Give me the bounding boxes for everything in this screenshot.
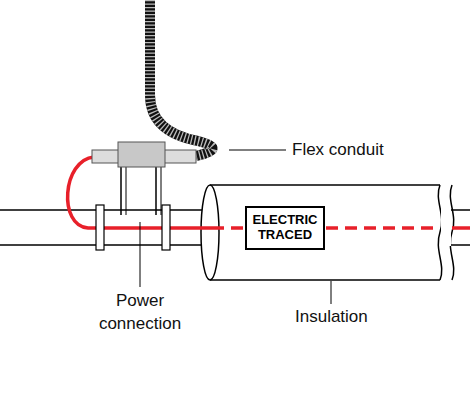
flex-conduit-coil bbox=[150, 0, 213, 156]
conduit-fitting bbox=[164, 150, 196, 163]
leader-line bbox=[140, 222, 141, 287]
pipe-clamp bbox=[162, 205, 170, 250]
mounting-leg bbox=[126, 166, 127, 215]
sign-text: ELECTRIC TRACED bbox=[253, 213, 318, 243]
leader-line bbox=[229, 150, 286, 151]
mounting-leg bbox=[161, 166, 162, 215]
sign-plate: ELECTRIC TRACED bbox=[245, 206, 325, 250]
mounting-leg bbox=[155, 166, 157, 215]
insulation-edge bbox=[210, 184, 440, 186]
flex-conduit bbox=[150, 0, 213, 156]
pipe-clamp bbox=[96, 205, 104, 250]
mounting-leg bbox=[120, 166, 122, 215]
part-label: Power connection bbox=[85, 290, 195, 336]
cable-gland bbox=[92, 150, 119, 163]
heating-cable bbox=[68, 157, 212, 228]
insulation-end bbox=[201, 185, 219, 280]
break-gap bbox=[441, 209, 451, 246]
part-label: Flex conduit bbox=[292, 139, 384, 162]
insulation-body bbox=[210, 185, 442, 280]
junction-box bbox=[118, 142, 165, 167]
leader-line bbox=[331, 281, 332, 304]
insulation-edge bbox=[210, 279, 440, 281]
part-label: Insulation bbox=[295, 306, 368, 329]
heating-cable bbox=[452, 226, 470, 230]
